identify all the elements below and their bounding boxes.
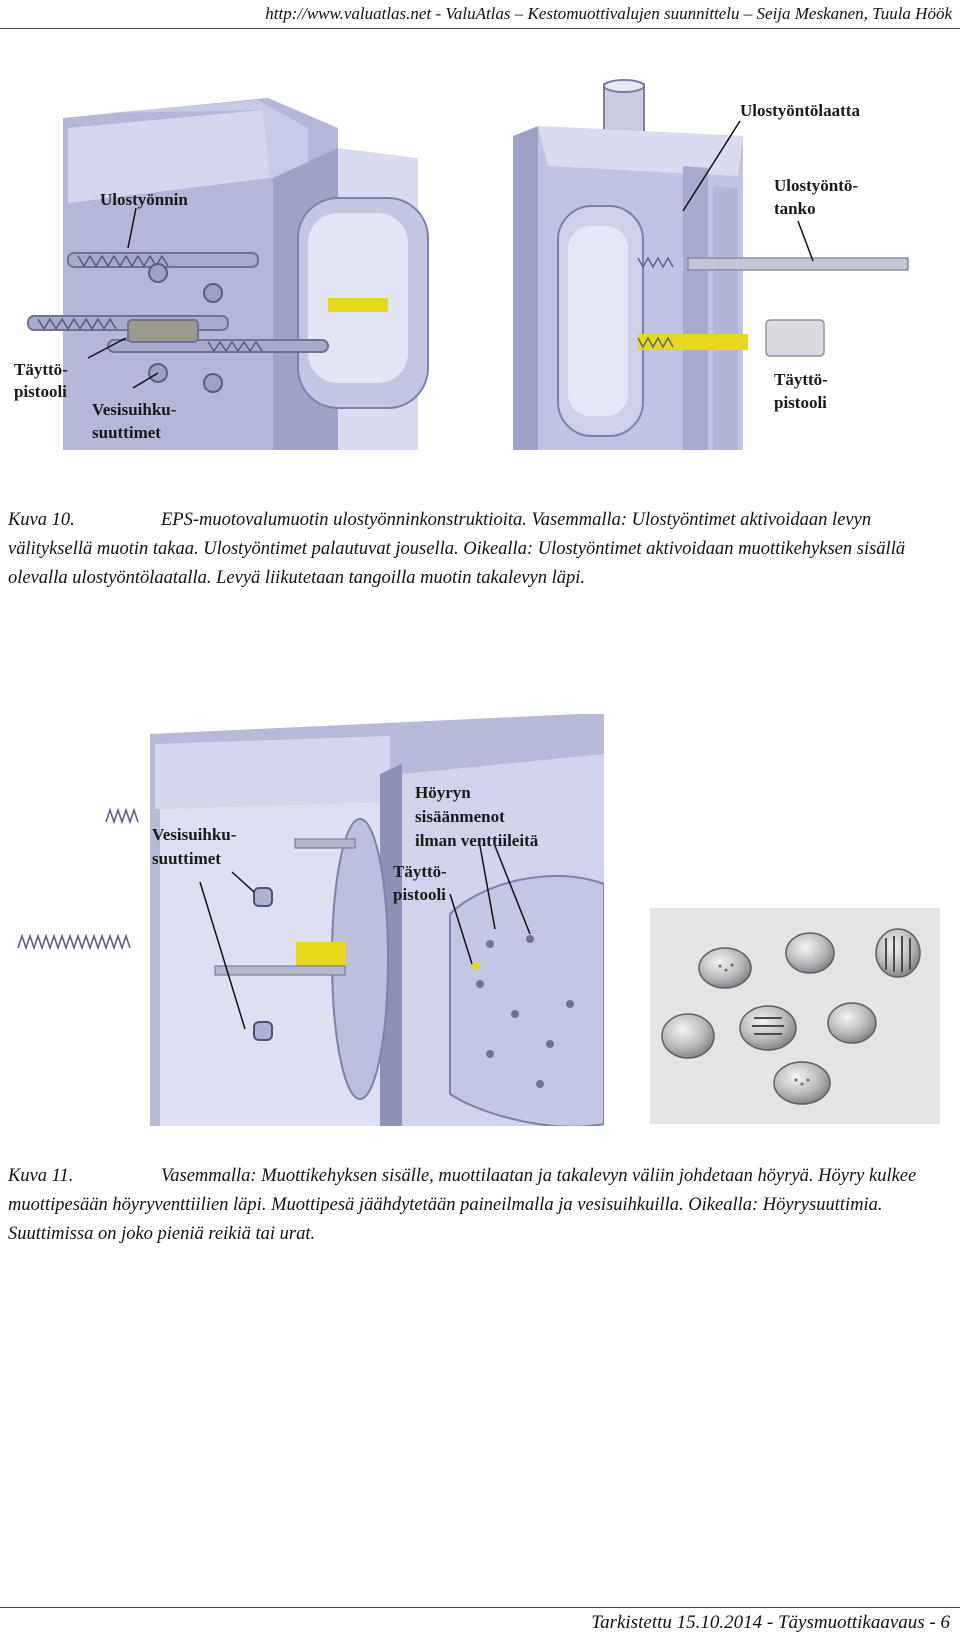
label-tayttopistooli-right-2: pistooli — [774, 393, 827, 412]
label-ulostyontolaatta: Ulostyöntölaatta — [740, 101, 860, 120]
label-vesisuihku-fig11-1: Vesisuihku- — [152, 825, 237, 844]
label-ulostyontotanko-1: Ulostyöntö- — [774, 176, 858, 195]
caption-number: Kuva 11. — [8, 1166, 74, 1186]
label-tayttopistooli-fig11-1: Täyttö- — [393, 862, 447, 881]
label-tayttopistooli-fig11-2: pistooli — [393, 885, 446, 904]
label-tayttopistooli-left-1: Täyttö- — [14, 360, 68, 379]
label-vesisuihku-fig11-2: suuttimet — [152, 849, 221, 868]
caption-kuva-10: Kuva 10.EPS-muotovalumuotin ulostyönnink… — [8, 506, 953, 593]
caption-kuva-11: Kuva 11.Vasemmalla: Muottikehyksen sisäl… — [8, 1162, 953, 1249]
caption-number: Kuva 10. — [8, 510, 75, 530]
label-ulostyontotanko-2: tanko — [774, 199, 816, 218]
figure-11-right-photo — [650, 908, 940, 1124]
label-tayttopistooli-right-1: Täyttö- — [774, 370, 828, 389]
page-header: http://www.valuatlas.net - ValuAtlas – K… — [265, 4, 952, 23]
page-footer: Tarkistettu 15.10.2014 - Täysmuottikaava… — [591, 1612, 950, 1633]
figure-10-right-render: Ulostyöntölaatta Ulostyöntö- tanko Täytt… — [508, 76, 910, 450]
header-divider — [0, 28, 960, 29]
figure-11-left-render: Vesisuihku- suuttimet Höyryn sisäänmenot… — [10, 714, 604, 1126]
label-vesisuihku-left-1: Vesisuihku- — [92, 400, 177, 419]
label-hoyryn-2: sisäänmenot — [415, 807, 505, 826]
footer-divider — [0, 1607, 960, 1608]
caption-text: EPS-muotovalumuotin ulostyönninkonstrukt… — [8, 510, 906, 588]
label-ulostyonnin: Ulostyönnin — [100, 190, 188, 209]
label-tayttopistooli-left-2: pistooli — [14, 382, 67, 401]
label-hoyryn-1: Höyryn — [415, 783, 471, 802]
figure-10-left-render: Ulostyönnin Täyttö- pistooli Vesisuihku-… — [8, 88, 478, 450]
label-hoyryn-3: ilman venttiileitä — [415, 831, 539, 850]
caption-text: Vasemmalla: Muottikehyksen sisälle, muot… — [8, 1166, 917, 1244]
label-vesisuihku-left-2: suuttimet — [92, 423, 161, 442]
